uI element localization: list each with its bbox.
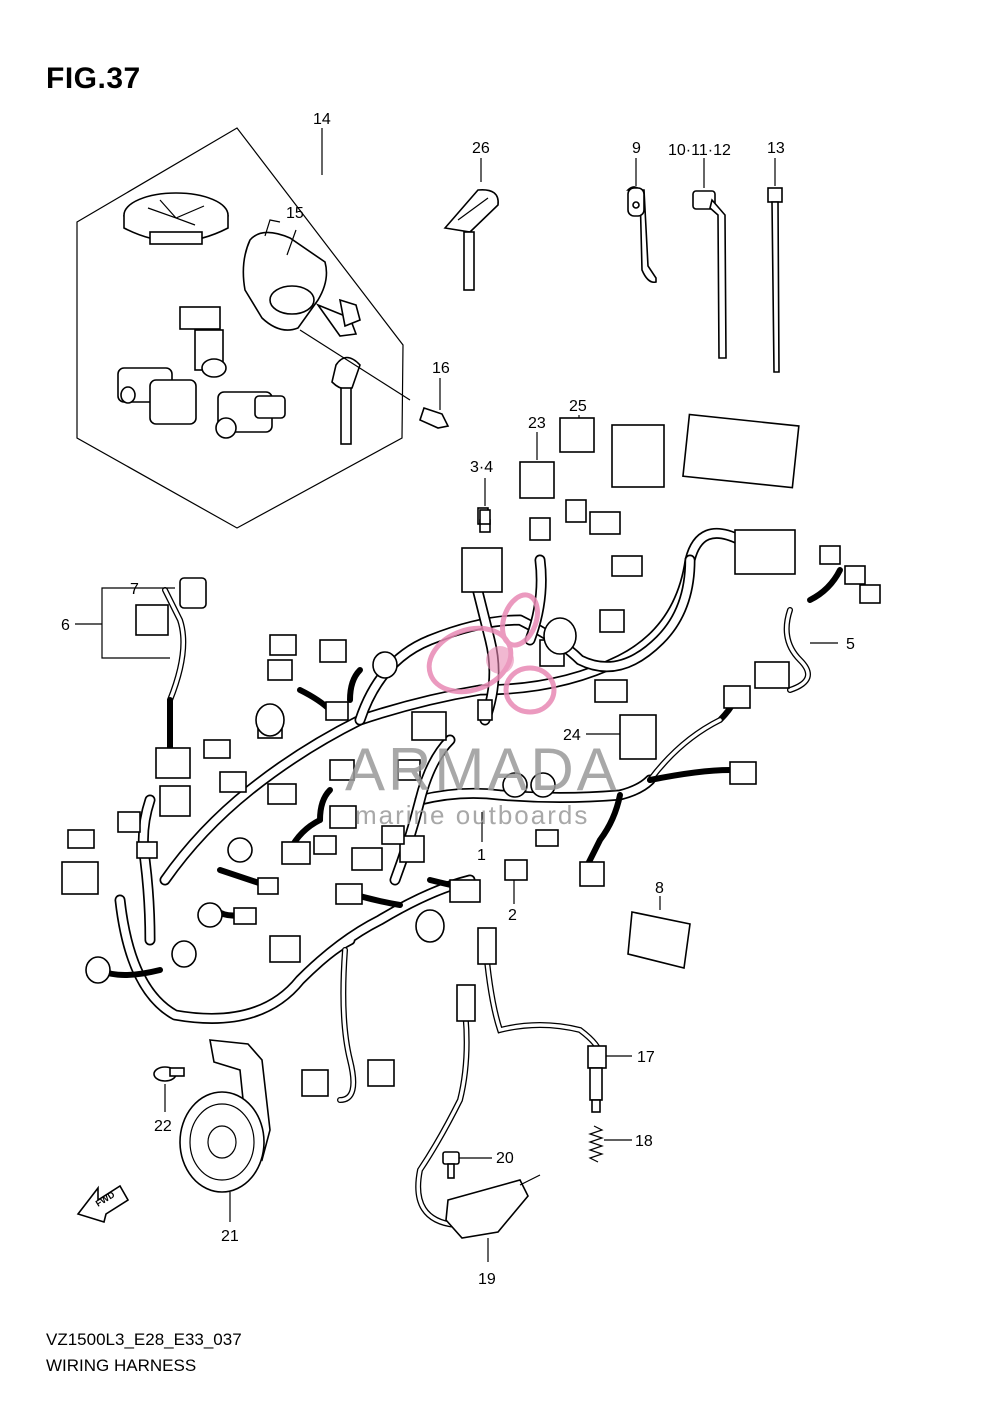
- callout-10-11-12: 10·11·12: [668, 142, 731, 159]
- watermark-tagline: marine outboards: [355, 800, 589, 830]
- callout-18: 18: [635, 1133, 653, 1150]
- callout-8: 8: [655, 880, 664, 897]
- spring-18: [588, 1125, 632, 1163]
- callout-16: 16: [432, 360, 450, 377]
- label-card-8: [627, 911, 691, 969]
- callout-3-4: 3·4: [470, 459, 493, 476]
- callout-9: 9: [632, 140, 641, 157]
- callout-20: 20: [496, 1150, 514, 1167]
- footer-name: WIRING HARNESS: [46, 1356, 197, 1375]
- callout-23: 23: [528, 415, 546, 432]
- callout-13: 13: [767, 140, 785, 157]
- callout-5: 5: [846, 636, 855, 653]
- callout-26: 26: [472, 140, 490, 157]
- grommets: [85, 617, 577, 984]
- fuse-3-4: [479, 509, 491, 525]
- clamp-9: [626, 158, 657, 284]
- ignition-kit-group: [76, 127, 450, 529]
- watermark: ARMADA marine outboards: [345, 592, 620, 830]
- callout-17: 17: [637, 1049, 655, 1066]
- watermark-logo-icon: [426, 592, 557, 715]
- callout-14: 14: [313, 111, 331, 128]
- callout-19: 19: [478, 1271, 496, 1288]
- clamp-10-11-12: [692, 158, 727, 359]
- callout-25: 25: [569, 398, 587, 415]
- footer-code: VZ1500L3_E28_E33_037: [46, 1330, 242, 1349]
- callout-24: 24: [563, 727, 581, 744]
- bolt-22: [153, 1066, 185, 1112]
- horn-21: [179, 1039, 271, 1222]
- callout-15: 15: [286, 205, 304, 222]
- fwd-arrow-icon: FWD: [76, 1184, 130, 1224]
- switch-17: [587, 1045, 632, 1113]
- watermark-brand: ARMADA: [345, 736, 620, 803]
- callout-7: 7: [130, 581, 139, 598]
- callout-1: 1: [477, 847, 486, 864]
- callout-22: 22: [154, 1118, 172, 1135]
- figure-title: FIG.37: [46, 62, 141, 95]
- bolt-20: [442, 1151, 492, 1179]
- key-26: [443, 158, 499, 291]
- switch-19: [445, 1174, 541, 1262]
- callout-2: 2: [508, 907, 517, 924]
- callout-21: 21: [221, 1228, 239, 1245]
- tie-13: [767, 158, 783, 373]
- bracket-6-7: [75, 587, 175, 659]
- callout-6: 6: [61, 617, 70, 634]
